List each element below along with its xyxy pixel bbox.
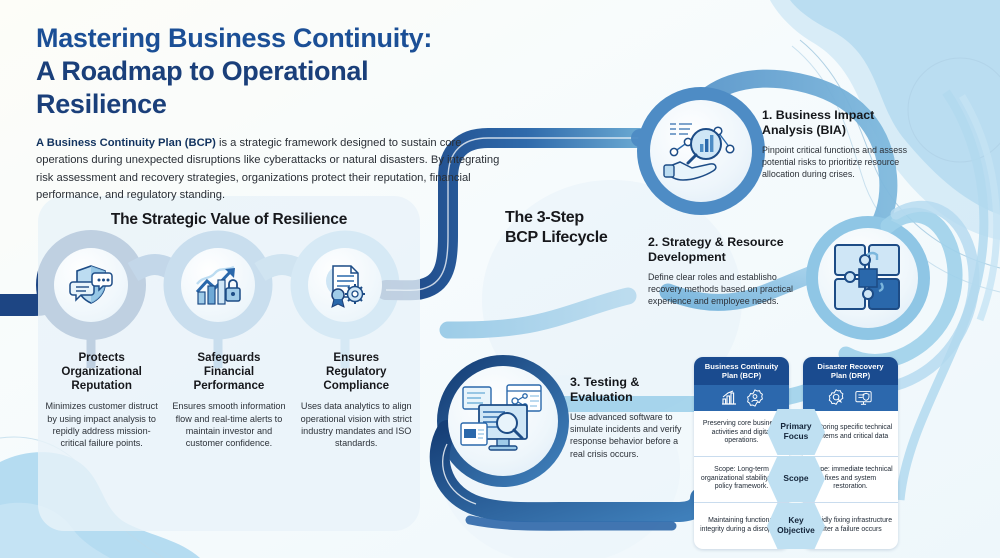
page-title-line2: A Roadmap to Operational Resilience (36, 55, 369, 119)
comparison-cell: Scope: Long-term organizational stabilit… (694, 457, 789, 503)
value-item-heading: Safeguards Financial Performance (193, 351, 265, 393)
comparison-center-labels: Primary Focus Scope Key Objective (767, 409, 825, 550)
lifecycle-label-text: The 3-Step BCP Lifecycle (505, 209, 608, 246)
intro-rest-text: is a strategic framework designed to sus… (36, 136, 500, 201)
intro-paragraph: A Business Continuity Plan (BCP) is a st… (36, 135, 506, 204)
header-block: Mastering Business Continuity: A Roadmap… (36, 22, 506, 204)
step-body: Define clear roles and establisho recove… (648, 271, 794, 307)
value-item-compliance: Ensures Regulatory Compliance Uses data … (293, 351, 420, 449)
step-testing-evaluation: 3. Testing & Evaluation Use advanced sof… (570, 375, 688, 460)
comparison-column-bcp: Business Continuity Plan (BCP) Preservin… (694, 357, 789, 549)
strategic-value-title: The Strategic Value of Resilience (110, 211, 348, 228)
value-item-body: Uses data analytics to align operational… (300, 401, 412, 449)
value-item-body: Ensures smooth information flow and real… (172, 401, 286, 449)
comparison-icons-bcp (694, 384, 789, 411)
comparison-icons-drp (803, 384, 898, 411)
comparison-row-label: Primary Focus (767, 409, 825, 455)
bcp-drp-comparison: Business Continuity Plan (BCP) Preservin… (694, 357, 898, 549)
puzzle-pieces-icon (818, 228, 918, 328)
hand-magnifier-analytics-icon (650, 100, 752, 202)
comparison-cell: Scope: immediate technical fixes and sys… (803, 457, 898, 503)
value-columns: Protects Organizational Reputation Minim… (38, 351, 420, 449)
gear-user-icon (746, 388, 763, 407)
monitor-shield-icon (855, 391, 872, 405)
step-title: 2. Strategy & Resource Development (648, 235, 784, 264)
comparison-header-drp: Disaster Recovery Plan (DRP) (803, 357, 898, 385)
step-title: 1. Business Impact Analysis (BIA) (762, 108, 875, 137)
page-title: Mastering Business Continuity: A Roadmap… (36, 22, 506, 121)
intro-lead-text: A Business Continuity Plan (BCP) (36, 136, 216, 149)
value-item-reputation: Protects Organizational Reputation Minim… (38, 351, 165, 449)
bar-chart-icon (721, 389, 736, 405)
lifecycle-label: The 3-Step BCP Lifecycle (505, 208, 685, 248)
comparison-cell: Preserving core business activities and … (694, 411, 789, 457)
comparison-cell: Restoring specific technical systems and… (803, 411, 898, 457)
comparison-cell: Rapidly fixing infrastructure after a fa… (808, 516, 893, 533)
strategic-value-panel: The Strategic Value of Resilience Protec… (38, 196, 420, 531)
comparison-row-label: Scope (767, 456, 825, 502)
value-item-financial: Safeguards Financial Performance Ensures… (165, 351, 292, 449)
gear-search-icon (828, 388, 844, 405)
page-title-line1: Mastering Business Continuity: (36, 23, 433, 53)
step-body: Pinpoint critical functions and assess p… (762, 144, 908, 180)
growth-chart-lock-icon (181, 248, 255, 322)
comparison-cell: Maintaining functional integrity during … (700, 516, 783, 533)
value-item-heading: Protects Organizational Reputation (61, 351, 142, 393)
step-business-impact-analysis: 1. Business Impact Analysis (BIA) Pinpoi… (762, 108, 912, 181)
comparison-header-bcp: Business Continuity Plan (BCP) (694, 357, 789, 385)
step-title: 3. Testing & Evaluation (570, 375, 640, 404)
step-strategy-resource-development: 2. Strategy & Resource Development Defin… (648, 235, 808, 308)
certificate-gear-icon (308, 248, 382, 322)
value-item-body: Minimizes customer distruct by using imp… (45, 401, 158, 449)
step-body: Use advanced software to simulate incide… (570, 411, 682, 459)
shield-chat-icon (54, 248, 128, 322)
comparison-row-label: Key Objective (767, 503, 825, 549)
monitor-dashboard-search-icon (448, 366, 558, 476)
value-item-heading: Ensures Regulatory Compliance (323, 351, 390, 393)
